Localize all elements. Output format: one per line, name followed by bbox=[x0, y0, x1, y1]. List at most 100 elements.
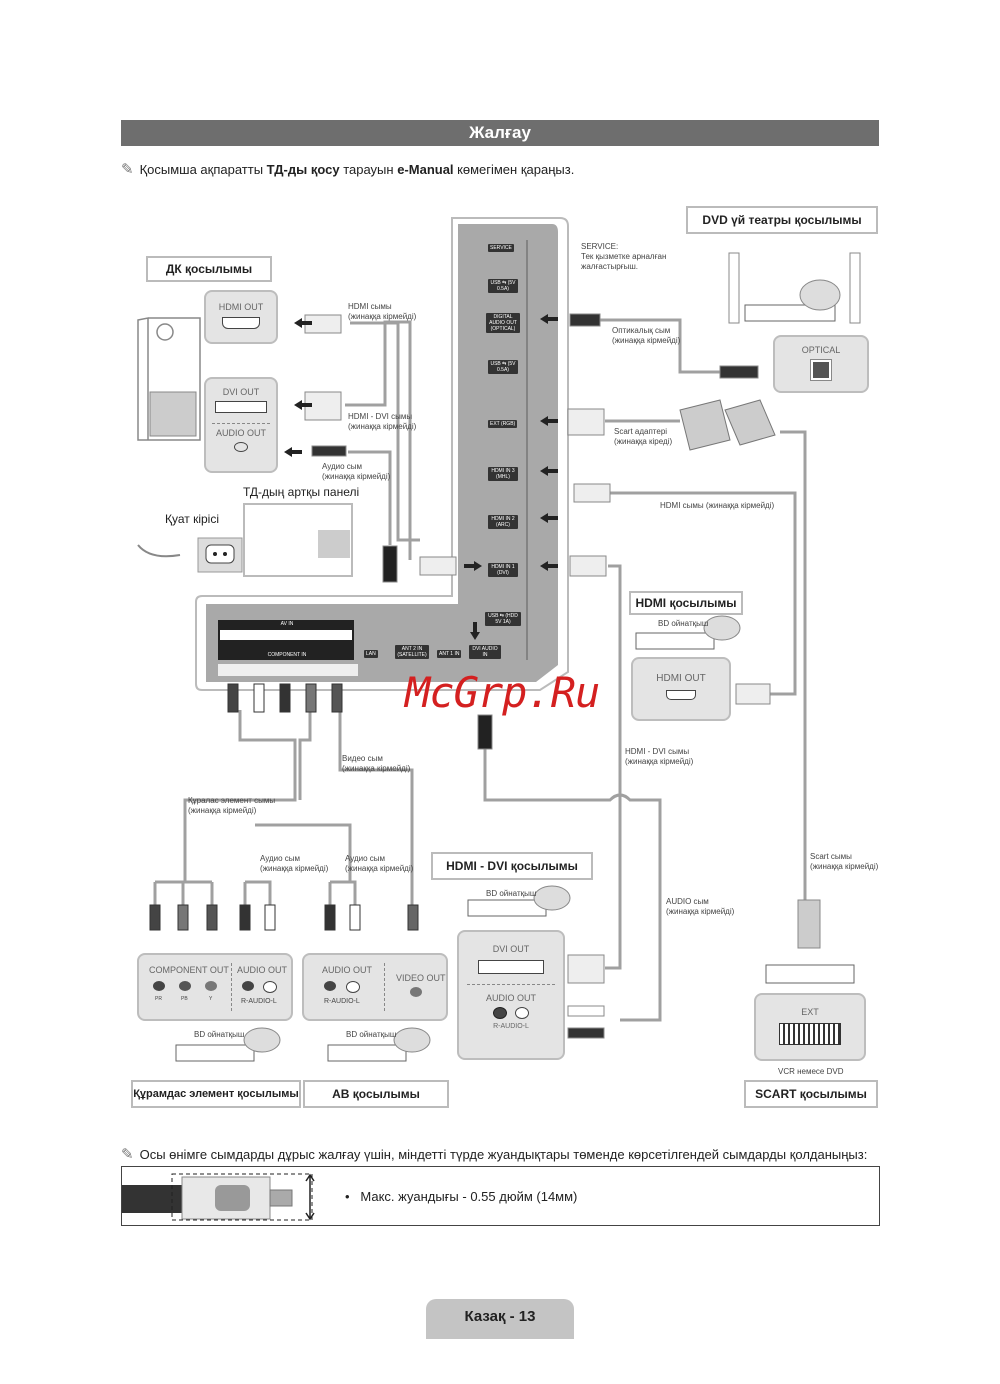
rear-panel-title: ТД-дың артқы панелі bbox=[243, 485, 360, 499]
dvi-audio-panel: DVI OUT AUDIO OUT R-AUDIO-L bbox=[457, 930, 565, 1060]
port-hdmi-in-1: HDMI IN 1 (DVI) bbox=[488, 563, 518, 577]
bullet: • bbox=[345, 1189, 361, 1204]
port-ant1: ANT 1 IN bbox=[437, 650, 462, 658]
hdmi-dvi-connection-title: HDMI - DVI қосылымы bbox=[431, 852, 593, 880]
pc-dvi-out-label: DVI OUT bbox=[222, 387, 260, 397]
component-audio-out-label: AUDIO OUT bbox=[237, 965, 288, 975]
rca-jack-icon bbox=[324, 981, 336, 991]
av-connection-title: АВ қосылымы bbox=[303, 1080, 449, 1108]
video-out-label: VIDEO OUT bbox=[396, 973, 446, 983]
cable-name: AUDIO сым bbox=[666, 897, 709, 906]
port-usb-hdd: USB ⇆ (HDD 5V 1A) bbox=[485, 612, 521, 626]
service-note: SERVICE: Тек қызметке арналған жалғастыр… bbox=[581, 242, 691, 272]
rca-jack-icon bbox=[515, 1007, 529, 1019]
av-audio-out-label: AUDIO OUT bbox=[322, 965, 373, 975]
pr-label: PR bbox=[155, 996, 162, 1002]
cable-note: (жинаққа кірмейді) bbox=[260, 864, 329, 873]
cable-name: Оптикалық сым bbox=[612, 326, 671, 335]
rca-jack-icon bbox=[242, 981, 254, 991]
optical-port-icon bbox=[810, 359, 832, 381]
cable-thickness-note: ✎Осы өнімге сымдарды дұрыс жалғау үшін, … bbox=[121, 1145, 867, 1163]
hdmi-device-label: BD ойнатқыш bbox=[658, 619, 709, 628]
port-hdmi-in-2: HDMI IN 2 (ARC) bbox=[488, 515, 518, 529]
port-usb-2: USB ⇆ (5V 0.5A) bbox=[488, 360, 518, 374]
pc-dvi-audio-panel: DVI OUT AUDIO OUT bbox=[204, 377, 278, 473]
note-text-3: көмегімен қараңыз. bbox=[453, 162, 575, 177]
cable-name: HDMI сымы bbox=[348, 302, 392, 311]
av-device-label: BD ойнатқыш bbox=[346, 1030, 397, 1039]
av-audio-cable-label: Аудио сым(жинаққа кірмейді) bbox=[345, 854, 413, 874]
scart-adapter-label: Scart адаптері(жинаққа кіреді) bbox=[614, 427, 672, 447]
pc-hdmi-out-panel: HDMI OUT bbox=[204, 290, 278, 344]
cable-spec-box bbox=[121, 1166, 880, 1226]
cable-name: Құралас элемент сымы bbox=[188, 796, 276, 805]
component-out-label: COMPONENT OUT bbox=[149, 965, 229, 975]
component-in-label: COMPONENT IN bbox=[267, 652, 307, 658]
service-note-title: SERVICE: bbox=[581, 242, 619, 251]
intro-note: ✎Қосымша ақпаратты ТД-ды қосу тарауын e-… bbox=[121, 160, 574, 178]
component-audio-cable-label: Аудио сым(жинаққа кірмейді) bbox=[260, 854, 328, 874]
pc-hdmi-out-label: HDMI OUT bbox=[218, 302, 264, 312]
component-connection-title: Құрамдас элемент қосылымы bbox=[131, 1080, 301, 1108]
cable-note: (жинаққа кірмейді) bbox=[188, 806, 257, 815]
r-audio-l-label: R-AUDIO-L bbox=[493, 1023, 529, 1030]
scart-cable-label: Scart сымы(жинаққа кірмейді) bbox=[810, 852, 878, 872]
home-theater-title: DVD үй театры қосылымы bbox=[686, 206, 878, 234]
note-bold-2: e-Manual bbox=[397, 162, 454, 177]
rca-jacks bbox=[459, 1007, 563, 1019]
cable-note: (жинаққа кірмейді) bbox=[322, 472, 391, 481]
cable-note-text: Осы өнімге сымдарды дұрыс жалғау үшін, м… bbox=[139, 1147, 868, 1162]
pc-audio-out-label: AUDIO OUT bbox=[215, 428, 266, 438]
hdmi-port-icon bbox=[666, 690, 696, 700]
rca-jack-icon bbox=[179, 981, 191, 991]
hdmi-dvi-cable-label: HDMI - DVI сымы(жинаққа кірмейді) bbox=[625, 747, 693, 767]
rca-jack-icon bbox=[263, 981, 277, 993]
hdmi-dvi-device-label: BD ойнатқыш bbox=[486, 889, 537, 898]
audio-cable-label: AUDIO сым(жинаққа кірмейді) bbox=[666, 897, 734, 917]
ext-panel: EXT bbox=[754, 993, 866, 1061]
note-text-2: тарауын bbox=[339, 162, 398, 177]
note-bold-1: ТД-ды қосу bbox=[266, 162, 340, 177]
cable-name: Аудио сым bbox=[322, 462, 363, 471]
video-cable-label: Видео сым(жинаққа кірмейді) bbox=[342, 754, 410, 774]
dvi-audio-out-label: AUDIO OUT bbox=[485, 993, 536, 1003]
dvi-port-icon bbox=[215, 401, 267, 413]
pc-connection-title: ДК қосылымы bbox=[146, 256, 272, 282]
dvi-out-label: DVI OUT bbox=[492, 944, 530, 954]
scart-connection-title: SCART қосылымы bbox=[744, 1080, 878, 1108]
port-usb-1: USB ⇆ (5V 0.5A) bbox=[488, 279, 518, 293]
pencil-note-icon: ✎ bbox=[121, 161, 134, 178]
port-service: SERVICE bbox=[488, 244, 514, 252]
av-out-panel: AUDIO OUT VIDEO OUT R-AUDIO-L bbox=[302, 953, 448, 1021]
dvi-port-icon bbox=[478, 960, 544, 974]
cable-note: (жинаққа кірмейді) bbox=[625, 757, 694, 766]
cable-name: Аудио сым bbox=[260, 854, 301, 863]
cable-spec-text: Макс. жуандығы - 0.55 дюйм (14мм) bbox=[360, 1189, 578, 1204]
power-input-label: Қуат кірісі bbox=[165, 512, 220, 526]
cable-note: (жинаққа кірмейді) bbox=[342, 764, 411, 773]
port-ant2: ANT 2 IN (SATELLITE) bbox=[395, 645, 429, 659]
ext-label: EXT bbox=[801, 1007, 819, 1017]
port-lan: LAN bbox=[364, 650, 378, 658]
pc-hdmi-cable-label: HDMI сымы(жинаққа кірмейді) bbox=[348, 302, 416, 322]
rca-jack-icon bbox=[205, 981, 217, 991]
scart-device-label: VCR немесе DVD bbox=[778, 1067, 844, 1076]
cable-note: (жинаққа кіреді) bbox=[614, 437, 673, 446]
cable-note: (жинаққа кірмейді) bbox=[348, 312, 417, 321]
hdmi-out-panel: HDMI OUT bbox=[631, 657, 731, 721]
cable-name: Видео сым bbox=[342, 754, 383, 763]
y-label: Y bbox=[209, 996, 213, 1002]
hdmi-out-label: HDMI OUT bbox=[656, 673, 706, 684]
r-audio-l-label: R-AUDIO-L bbox=[324, 998, 360, 1005]
hdmi-cable-right-label: HDMI сымы (жинаққа кірмейді) bbox=[660, 501, 775, 510]
scart-port-icon bbox=[779, 1023, 841, 1045]
page-number: Казақ - 13 bbox=[426, 1299, 574, 1339]
cable-note: (жинаққа кірмейді) bbox=[810, 862, 879, 871]
cable-name: Scart адаптері bbox=[614, 427, 668, 436]
section-title: Жалғау bbox=[121, 120, 879, 146]
cable-name: HDMI - DVI сымы bbox=[625, 747, 690, 756]
rca-jack-icon bbox=[410, 987, 422, 997]
pc-audio-cable-label: Аудио сым(жинаққа кірмейді) bbox=[322, 462, 390, 482]
cable-name: Scart сымы bbox=[810, 852, 852, 861]
